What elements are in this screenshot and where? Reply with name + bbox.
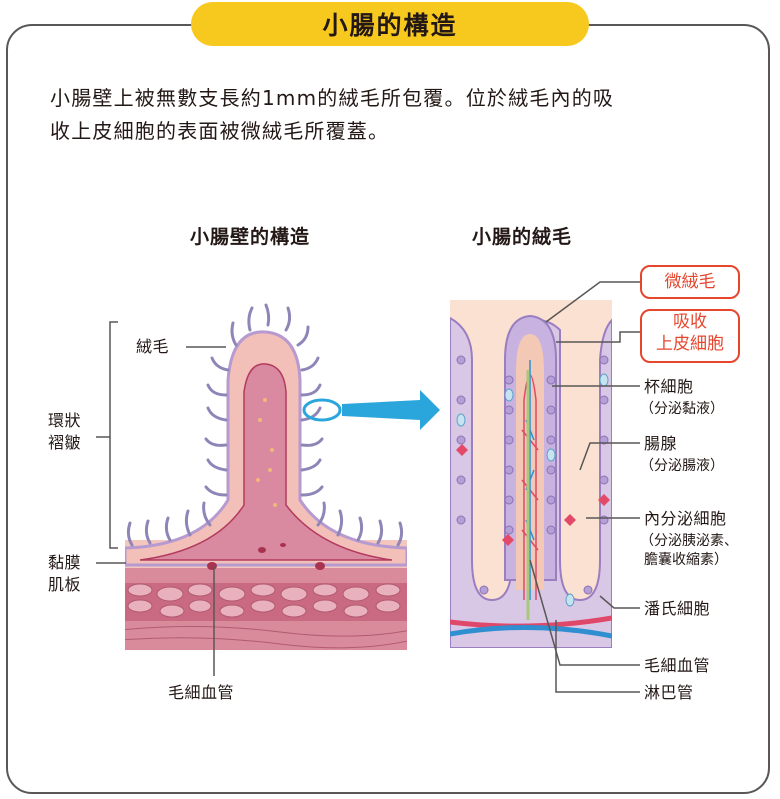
absorptive-cell-label-1: 吸收 <box>673 312 707 332</box>
intro-line-2: 收上皮細胞的表面被微絨毛所覆蓋。 <box>50 119 390 143</box>
goblet-cell-label: 杯細胞 <box>644 377 694 396</box>
intestinal-wall-cross-section <box>125 330 407 650</box>
paneth-cell-label: 潘氏細胞 <box>644 599 711 618</box>
surface-villi <box>126 303 404 547</box>
intro-line-1: 小腸壁上被無數支長約1mm的絨毛所包覆。位於絨毛內的吸 <box>50 86 615 110</box>
absorptive-cell-label-2: 上皮細胞 <box>656 334 724 354</box>
circular-fold-bracket <box>109 321 118 549</box>
crypt-note: （分泌腸液） <box>640 458 724 474</box>
pointer-lines <box>529 281 640 693</box>
left-capillary-label: 毛細血管 <box>168 683 235 702</box>
left-panel-heading: 小腸壁的構造 <box>190 226 311 248</box>
right-panel-heading: 小腸的絨毛 <box>472 226 573 248</box>
goblet-cell-note: （分泌黏液） <box>640 401 724 417</box>
lymph-vessel-label: 淋巴管 <box>644 683 694 702</box>
crypt-label: 腸腺 <box>644 434 678 453</box>
muscularis-label-2: 肌板 <box>48 575 82 594</box>
muscularis-label-1: 黏膜 <box>48 553 82 572</box>
villus-label: 絨毛 <box>136 337 170 356</box>
endocrine-cell-note-2: 膽囊收縮素） <box>644 552 728 568</box>
endocrine-cell-label: 內分泌細胞 <box>644 509 727 528</box>
absorptive-cell-label: 吸收 上皮細胞 <box>640 309 740 363</box>
circular-fold-label-1: 環狀 <box>48 411 82 430</box>
microvilli-label: 微絨毛 <box>640 265 740 299</box>
circular-fold-label-2: 褶皺 <box>48 433 82 452</box>
right-capillary-label: 毛細血管 <box>644 656 711 675</box>
intro-text: 小腸壁上被無數支長約1mm的絨毛所包覆。位於絨毛內的吸 收上皮細胞的表面被微絨毛… <box>50 82 740 148</box>
zoom-arrow <box>342 390 440 430</box>
endocrine-cell-note-1: （分泌胰泌素、 <box>640 533 738 549</box>
page-title: 小腸的構造 <box>191 2 589 46</box>
zoom-highlight-ring <box>302 398 342 422</box>
